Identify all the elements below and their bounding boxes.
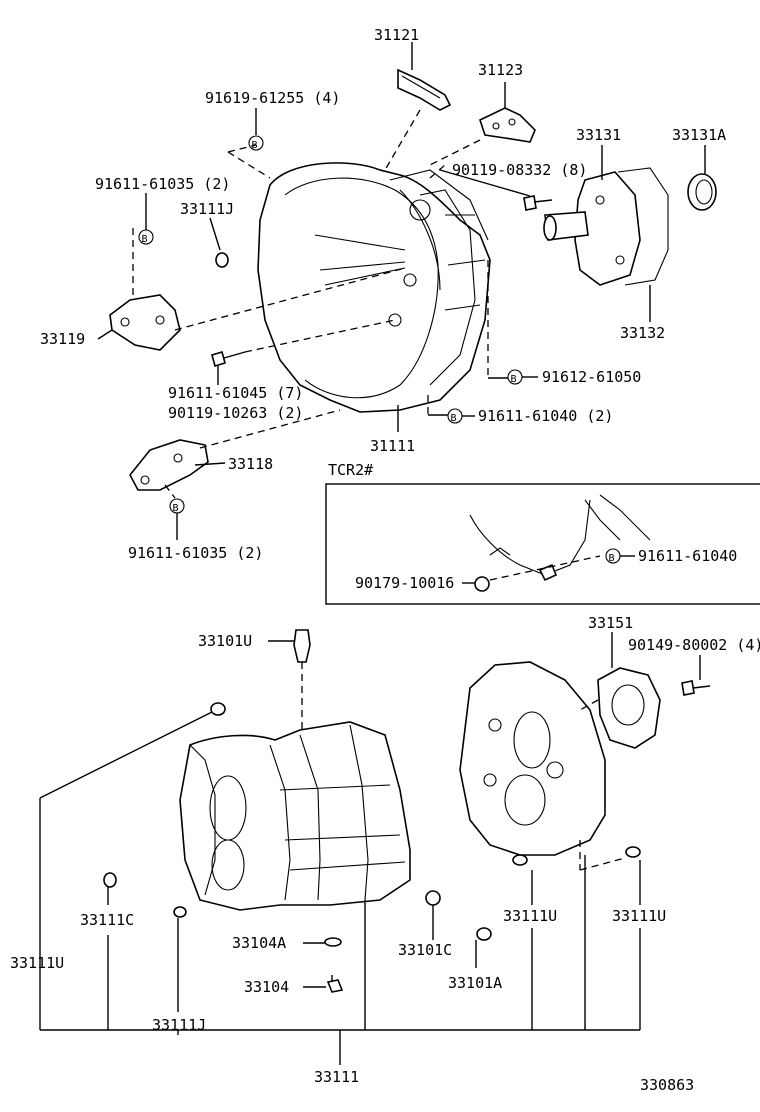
part-33131a-oil-seal — [687, 173, 717, 211]
svg-text:B: B — [451, 413, 457, 424]
clutch-housing-part — [257, 162, 491, 413]
label-33111: 33111 — [314, 1068, 359, 1086]
bolt-90149-80002 — [681, 680, 711, 696]
part-33151-retainer — [597, 667, 661, 749]
label-33118: 33118 — [228, 455, 273, 473]
label-33111u-right: 33111U — [612, 907, 666, 925]
label-33104: 33104 — [244, 978, 289, 996]
label-91611-61040-2: 91611-61040 (2) — [478, 407, 613, 425]
svg-text:B: B — [252, 140, 258, 151]
label-33111j-top: 33111J — [180, 200, 234, 218]
label-90119-10263: 90119-10263 (2) — [168, 404, 303, 422]
label-90149-80002: 90149-80002 (4) — [628, 636, 760, 654]
dowel-33111u-left — [210, 702, 226, 716]
label-31111: 31111 — [370, 437, 415, 455]
dowel-33111u-mid — [512, 854, 528, 866]
bolt-90119-08332 — [523, 195, 553, 211]
part-33104a — [324, 937, 342, 947]
part-31123-bracket — [479, 107, 536, 143]
bolt-91611-61045 — [211, 350, 246, 368]
transmission-case-part — [179, 721, 411, 911]
label-91619-61255: 91619-61255 (4) — [205, 89, 340, 107]
label-tcr2: TCR2# — [328, 461, 373, 479]
label-33131a: 33131A — [672, 126, 726, 144]
dowel-33111u-right — [625, 846, 641, 858]
part-33111j-pin-bottom — [173, 906, 187, 918]
b-marker-icon — [138, 229, 154, 245]
label-33131: 33131 — [576, 126, 621, 144]
part-33101c — [425, 890, 441, 906]
tcr2-housing-part — [469, 494, 651, 582]
label-90179-10016: 90179-10016 — [355, 574, 454, 592]
diagram-id: 330863 — [640, 1076, 694, 1094]
label-33111c: 33111C — [80, 911, 134, 929]
svg-text:B: B — [511, 374, 517, 385]
part-33101a — [476, 927, 492, 941]
part-33101u-breather — [293, 629, 311, 663]
svg-text:B: B — [173, 503, 179, 514]
b-marker-icon — [248, 135, 264, 151]
label-91611-61035-bottom: 91611-61035 (2) — [128, 544, 263, 562]
label-33111j-bottom: 33111J — [152, 1016, 206, 1034]
label-33111u-left: 33111U — [10, 954, 64, 972]
label-31121: 31121 — [374, 26, 419, 44]
part-31121-cover — [397, 68, 452, 111]
label-33119: 33119 — [40, 330, 85, 348]
label-91611-61040: 91611-61040 — [638, 547, 737, 565]
label-91611-61035-top: 91611-61035 (2) — [95, 175, 230, 193]
part-33131-retainer — [543, 171, 641, 286]
label-90119-08332: 90119-08332 (8) — [452, 161, 587, 179]
label-33101u: 33101U — [198, 632, 252, 650]
label-33151: 33151 — [588, 614, 633, 632]
part-33104 — [326, 975, 344, 993]
label-91611-61045: 91611-61045 (7) — [168, 384, 303, 402]
part-33119-bracket — [109, 294, 181, 351]
part-33111j-pin — [215, 252, 229, 268]
label-33104a: 33104A — [232, 934, 286, 952]
svg-text:B: B — [142, 234, 148, 245]
label-33132: 33132 — [620, 324, 665, 342]
tcr2-variant-box — [325, 483, 760, 605]
plug-90179-10016 — [474, 576, 490, 592]
label-33101c: 33101C — [398, 941, 452, 959]
label-33101a: 33101A — [448, 974, 502, 992]
svg-text:B: B — [609, 553, 615, 564]
intermediate-plate-part — [459, 661, 606, 856]
label-91612-61050: 91612-61050 — [542, 368, 641, 386]
label-33111u-mid: 33111U — [503, 907, 557, 925]
label-31123: 31123 — [478, 61, 523, 79]
part-33111c — [103, 872, 117, 888]
part-33118-bracket — [129, 439, 209, 491]
